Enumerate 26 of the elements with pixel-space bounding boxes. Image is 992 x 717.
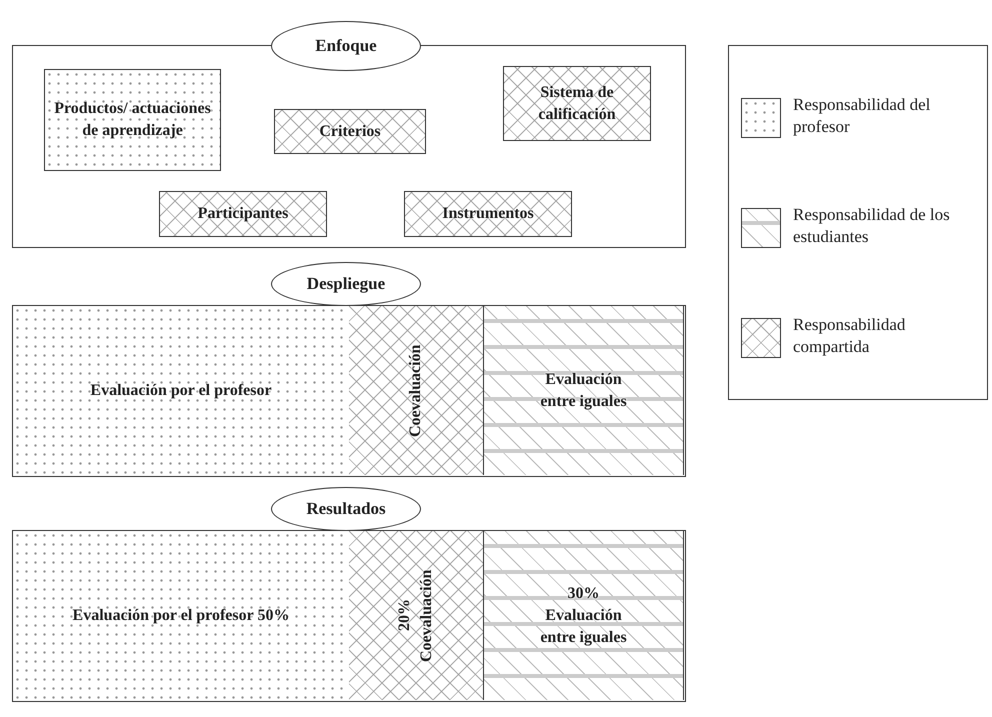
pattern-box bbox=[274, 109, 426, 154]
box-label: Instrumentos bbox=[442, 204, 534, 224]
legend-label: Responsabilidad compartida bbox=[793, 314, 906, 358]
legend-label: Responsabilidad del profesor bbox=[793, 94, 932, 138]
pattern-cell bbox=[349, 531, 484, 700]
pattern-box bbox=[159, 191, 327, 237]
section-title: Resultados bbox=[271, 487, 421, 531]
section-title: Enfoque bbox=[271, 21, 421, 71]
legend-label: Responsabilidad de los estudiantes bbox=[793, 204, 951, 248]
box-label: Coevaluación bbox=[406, 343, 425, 439]
box-label: Evaluación por el profesor 50% bbox=[72, 606, 290, 626]
box-label: 20% Coevaluación bbox=[395, 568, 436, 664]
pattern-box bbox=[44, 69, 221, 171]
box-label: Evaluación por el profesor bbox=[90, 380, 272, 400]
box-label: Criterios bbox=[319, 122, 381, 142]
pattern-box bbox=[503, 66, 651, 141]
pattern-box bbox=[404, 191, 572, 237]
pattern-cell bbox=[349, 306, 484, 475]
box-label: Evaluación entre iguales bbox=[539, 370, 628, 412]
box-label: Participantes bbox=[198, 204, 288, 224]
section-title: Despliegue bbox=[271, 262, 421, 306]
box-label: Productos/ actuaciones de aprendizaje bbox=[54, 99, 211, 141]
pattern-cell bbox=[484, 306, 684, 475]
box-label: 30% Evaluación entre iguales bbox=[539, 584, 628, 648]
pattern-cell bbox=[484, 531, 684, 700]
box-label: Sistema de calificación bbox=[537, 82, 617, 124]
